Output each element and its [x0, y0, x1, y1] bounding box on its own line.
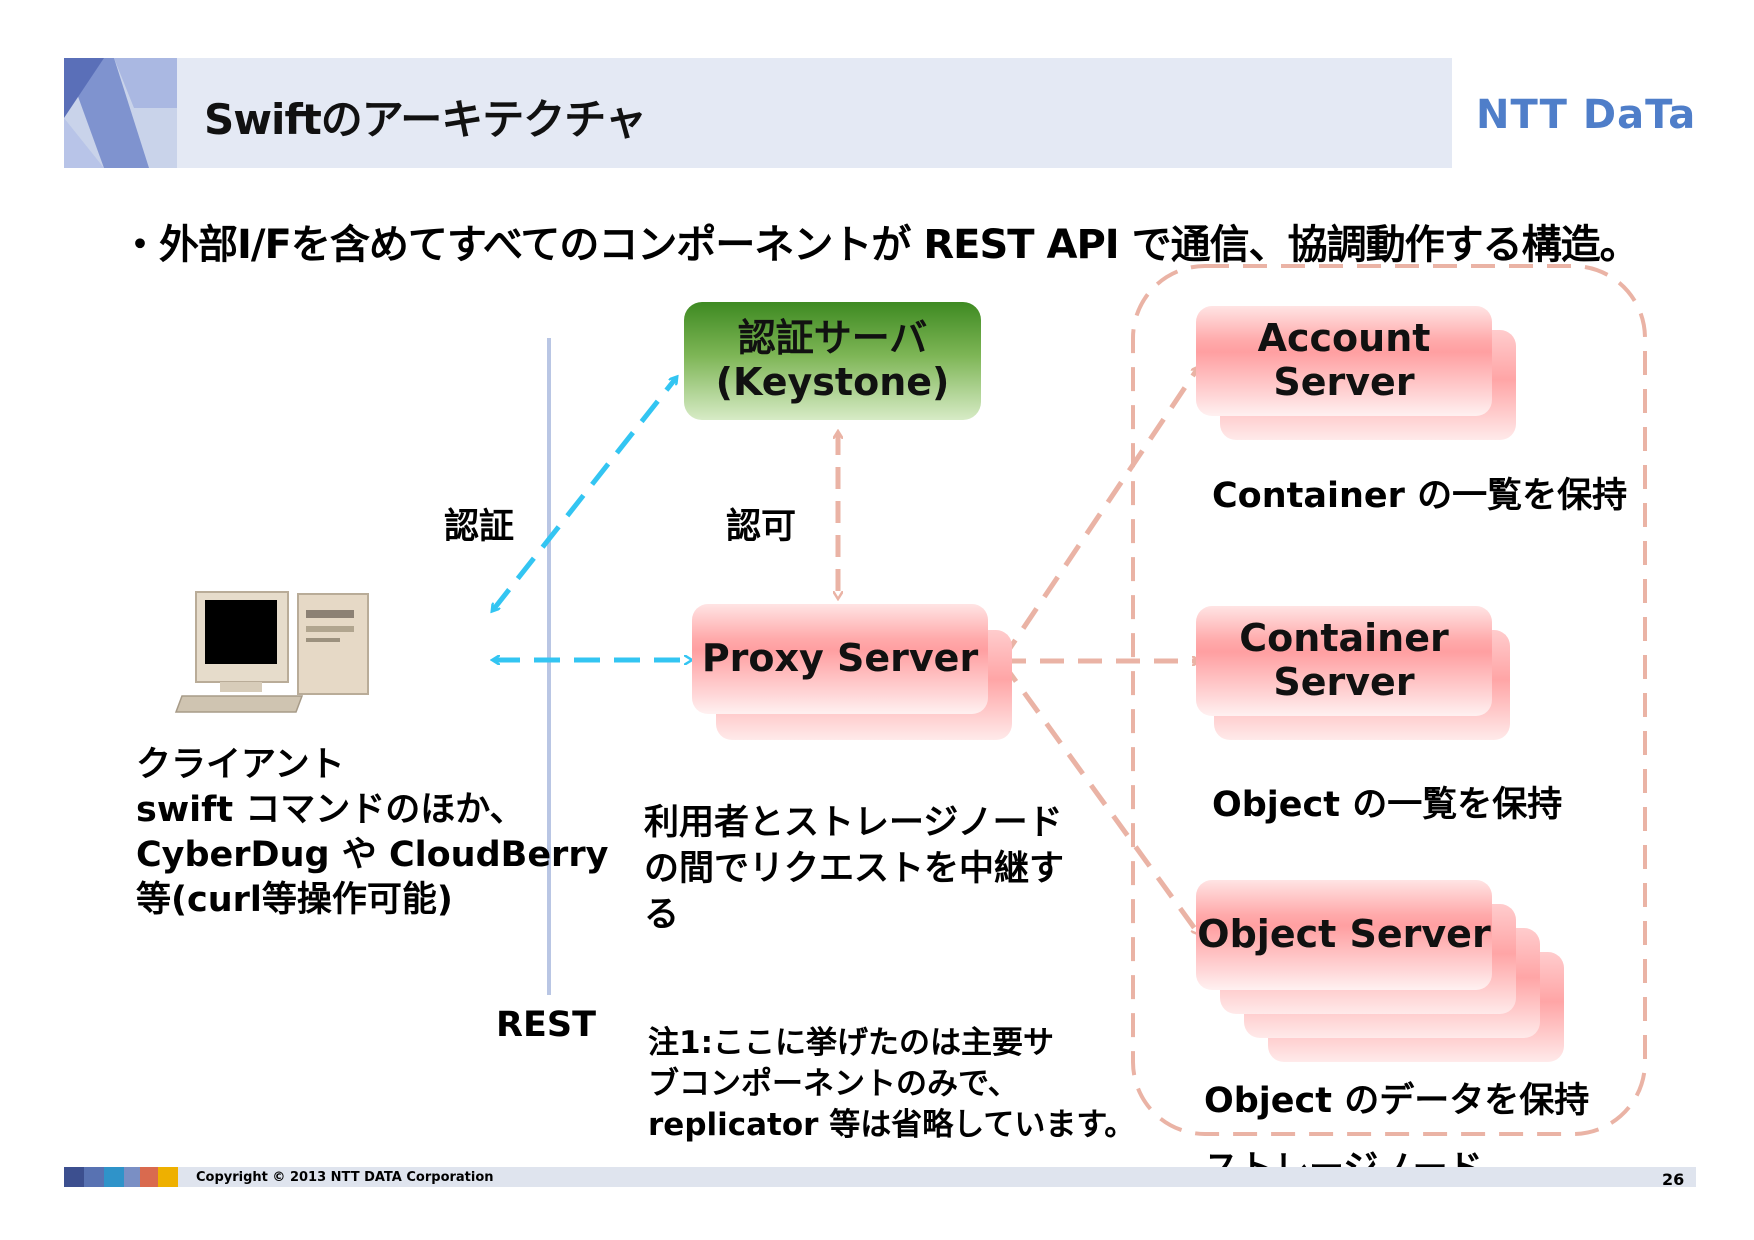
page-number: 26 — [1662, 1170, 1685, 1189]
account-server-box: Account Server — [1196, 306, 1492, 416]
proxy-note-line: の間でリクエストを中継す — [644, 849, 1065, 889]
storage-node-frame — [1131, 264, 1647, 1136]
title-decoration-icon — [64, 58, 177, 168]
proxy-server-label: Proxy Server — [701, 636, 979, 681]
container-server-label: Server — [1273, 660, 1415, 704]
object-server-desc: Object のデータを保持 — [1204, 1081, 1590, 1121]
client-title: クライアント — [136, 745, 345, 785]
footnote-line: 注1:ここに挙げたのは主要サ — [648, 1025, 1054, 1061]
rest-label: REST — [496, 1005, 596, 1045]
auth-server-box: 認証サーバ (Keystone) — [684, 302, 981, 420]
container-server-desc: Object の一覧を保持 — [1212, 785, 1563, 825]
footnote-line: replicator 等は省略しています。 — [648, 1107, 1136, 1143]
client-line: CyberDug や CloudBerry — [136, 835, 609, 875]
object-server-label: Object Server — [1197, 912, 1491, 957]
footer-color-square — [140, 1167, 160, 1187]
footer-color-square — [84, 1167, 104, 1187]
footer-color-square — [158, 1167, 178, 1187]
object-server-box: Object Server — [1196, 880, 1492, 990]
container-server-label: Container — [1239, 616, 1449, 661]
proxy-server-box: Proxy Server — [692, 604, 988, 714]
container-server-box: Container Server — [1196, 606, 1492, 716]
footnote-line: ブコンポーネントのみで、 — [648, 1066, 1019, 1102]
footer-bar — [64, 1167, 1696, 1187]
account-server-label: Account Server — [1257, 316, 1431, 404]
footer-color-square — [104, 1167, 124, 1187]
footnote: 注1:ここに挙げたのは主要サ ブコンポーネントのみで、 replicator 等… — [648, 1023, 1135, 1146]
brand-logo: NTT DaTa — [1476, 92, 1697, 138]
proxy-note: 利用者とストレージノード の間でリクエストを中継す る — [644, 800, 1064, 938]
title-bar — [64, 58, 1452, 168]
client-description: クライアント swift コマンドのほか、 CyberDug や CloudBe… — [136, 743, 608, 923]
bullet-text: ・外部I/Fを含めてすべてのコンポーネントが REST API で通信、協調動作… — [120, 222, 1640, 268]
computer-icon — [172, 588, 392, 713]
auth-label: 認証 — [444, 507, 515, 547]
client-line: 等(curl等操作可能) — [136, 880, 453, 920]
footer-color-square — [64, 1167, 84, 1187]
proxy-note-line: 利用者とストレージノード — [644, 803, 1063, 843]
proxy-note-line: る — [644, 895, 680, 935]
account-server-desc: Container の一覧を保持 — [1212, 476, 1628, 516]
copyright-text: Copyright © 2013 NTT DATA Corporation — [196, 1170, 494, 1185]
footer-color-square — [124, 1167, 144, 1187]
client-line: swift コマンドのほか、 — [136, 790, 525, 830]
authz-label: 認可 — [726, 507, 797, 547]
page-title: Swiftのアーキテクチャ — [204, 95, 647, 144]
auth-server-subtitle: (Keystone) — [715, 360, 950, 404]
auth-server-title: 認証サーバ — [737, 316, 928, 361]
